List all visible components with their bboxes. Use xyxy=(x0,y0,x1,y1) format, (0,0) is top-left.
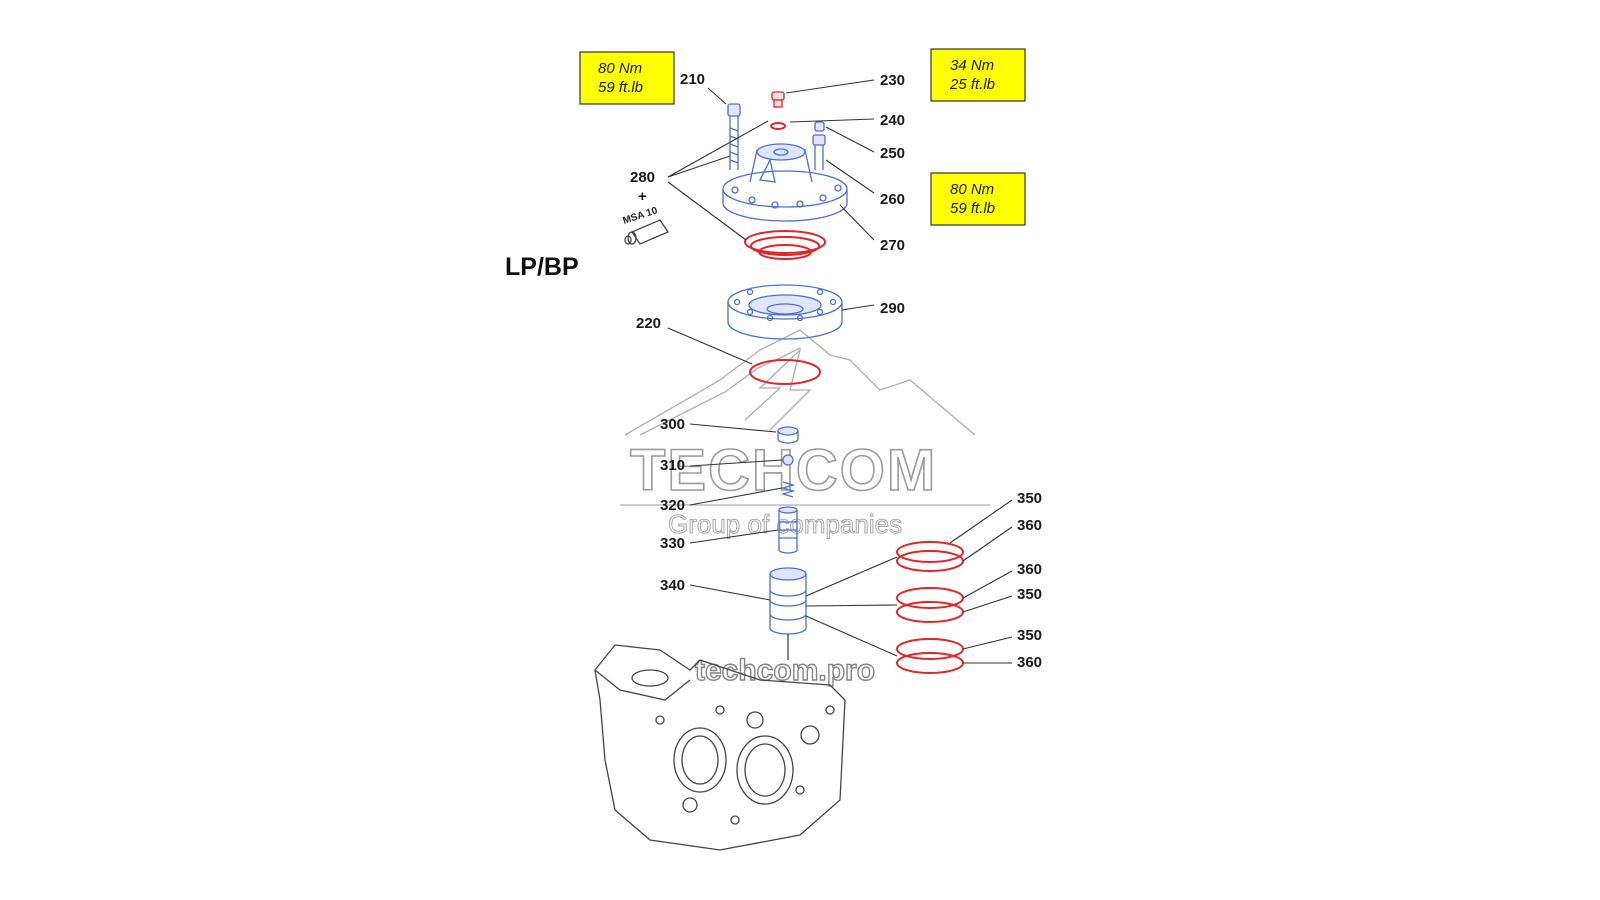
techcom-watermark: TECHCOM Group of companies techcom.pro xyxy=(620,329,990,688)
torque-nm: 34 Nm xyxy=(950,57,994,74)
part-250-bolt xyxy=(812,121,826,170)
torque-nm: 80 Nm xyxy=(950,181,994,198)
watermark-tagline: Group of companies xyxy=(668,509,902,539)
callout-240: 240 xyxy=(880,112,905,129)
torque-box-230: 34 Nm 25 ft.lb xyxy=(930,48,1026,102)
part-270-gasket xyxy=(744,230,826,260)
part-290-flange xyxy=(727,284,843,340)
callout-280: 280 xyxy=(630,169,655,186)
watermark-brand: TECHCOM xyxy=(630,438,937,503)
callout-210: 210 xyxy=(680,71,705,88)
callout-360: 360 xyxy=(1017,561,1042,578)
diagram-title: LP/BP xyxy=(505,253,579,281)
watermark-url: techcom.pro xyxy=(695,654,875,687)
part-240-washer xyxy=(770,122,786,130)
callout-360: 360 xyxy=(1017,517,1042,534)
part-320-spring xyxy=(780,481,796,498)
callout-230: 230 xyxy=(880,72,905,89)
sealant-label: MSA 10 xyxy=(622,205,660,227)
callout-360: 360 xyxy=(1017,654,1042,671)
part-230-plug xyxy=(771,91,785,108)
callout-numbers: 210 230 240 250 260 270 280 + MSA 10 290… xyxy=(622,71,1043,671)
part-210-bolt xyxy=(727,103,741,170)
part-260-cover xyxy=(722,143,848,222)
callout-340: 340 xyxy=(660,577,685,594)
callout-310: 310 xyxy=(660,457,685,474)
part-housing xyxy=(594,644,846,851)
torque-box-210: 80 Nm 59 ft.lb xyxy=(579,51,675,105)
plus-sign: + xyxy=(638,188,647,205)
part-330-spool xyxy=(778,506,798,554)
torque-ftlb: 25 ft.lb xyxy=(949,76,995,93)
torque-nm: 80 Nm xyxy=(598,60,642,77)
callout-260: 260 xyxy=(880,191,905,208)
callout-350: 350 xyxy=(1017,490,1042,507)
callout-330: 330 xyxy=(660,535,685,552)
callout-320: 320 xyxy=(660,497,685,514)
callout-350: 350 xyxy=(1017,586,1042,603)
part-220-o-ring xyxy=(749,359,821,385)
part-300-cap xyxy=(777,426,799,444)
callout-250: 250 xyxy=(880,145,905,162)
callout-290: 290 xyxy=(880,300,905,317)
callout-300: 300 xyxy=(660,416,685,433)
callout-270: 270 xyxy=(880,237,905,254)
callout-220: 220 xyxy=(636,315,661,332)
callout-350: 350 xyxy=(1017,627,1042,644)
leader-lines xyxy=(667,79,1013,664)
watermark-mountain-logo xyxy=(620,329,990,506)
part-350-360-rings xyxy=(896,541,964,674)
part-340-piston xyxy=(769,567,807,660)
torque-ftlb: 59 ft.lb xyxy=(950,200,995,217)
part-310-ball xyxy=(782,454,794,466)
torque-ftlb: 59 ft.lb xyxy=(598,79,643,96)
sealant-tube-icon xyxy=(624,219,669,245)
torque-box-260: 80 Nm 59 ft.lb xyxy=(930,172,1026,226)
